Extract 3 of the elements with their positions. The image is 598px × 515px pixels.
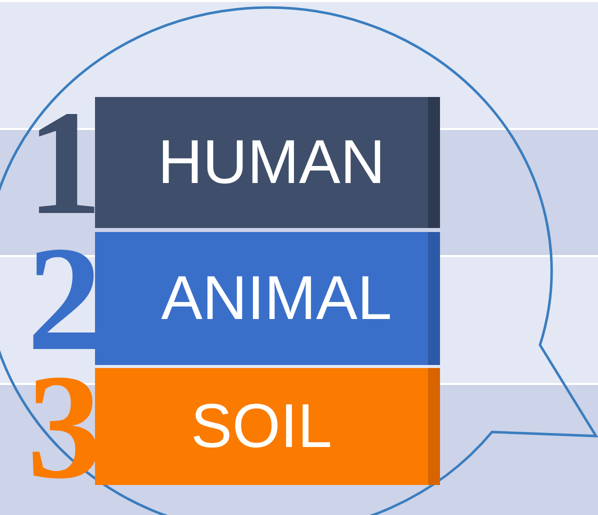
bar-label: HUMAN bbox=[158, 132, 386, 194]
bar-label: SOIL bbox=[190, 396, 332, 458]
bar-label: ANIMAL bbox=[161, 268, 392, 330]
